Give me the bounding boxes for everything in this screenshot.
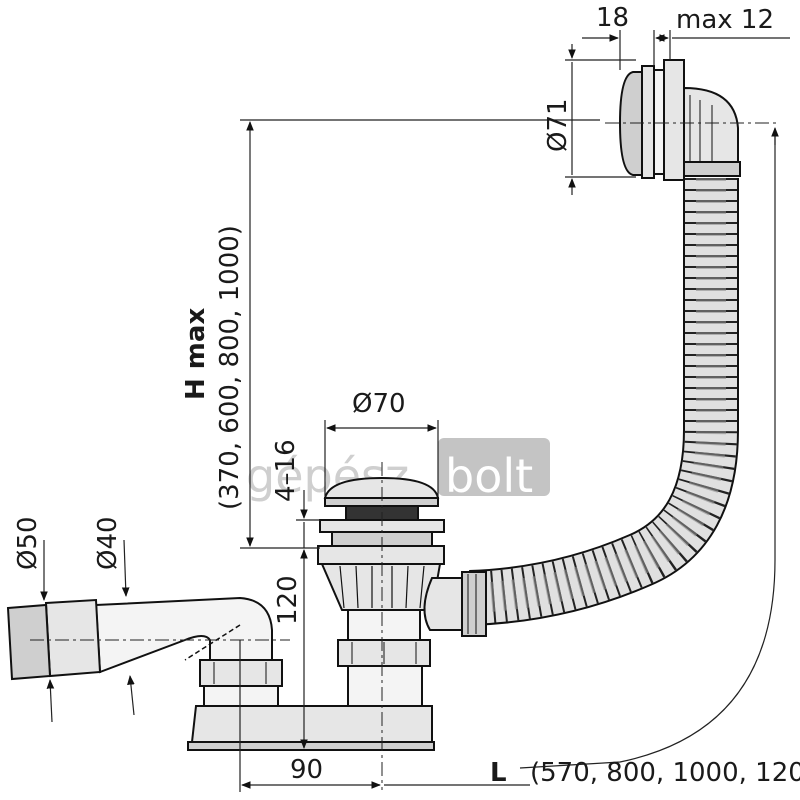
center-lines: [30, 122, 780, 790]
dim-120: 120: [273, 575, 303, 625]
dim-d70: Ø70: [352, 389, 406, 419]
trap-base: [187, 741, 435, 751]
dim-max12: max 12: [676, 5, 774, 35]
trap-riser: [347, 665, 423, 707]
overflow-assembly: [618, 59, 741, 181]
hose-connector-nut: [461, 571, 487, 637]
trap-nut: [199, 659, 283, 687]
hose-connector: [423, 577, 467, 631]
dim-4-16: 4–16: [271, 439, 301, 502]
watermark-text-bolt: bolt: [445, 449, 533, 503]
dim-d40: Ø40: [93, 516, 123, 570]
dim-d71: Ø71: [543, 98, 573, 152]
trap-body: [190, 705, 433, 743]
trap-collar: [203, 685, 279, 707]
watermark-box: [438, 438, 550, 496]
dim-l-label: L: [490, 758, 507, 788]
overflow-flange: [653, 69, 665, 175]
dimension-lines: [40, 30, 790, 792]
dim-90: 90: [290, 755, 323, 785]
overflow-elbow: [683, 86, 739, 166]
overflow-hose-nut: [683, 161, 741, 177]
dim-l-values: (570, 800, 1000, 1200): [530, 758, 800, 788]
waste-assembly: [6, 476, 487, 751]
flexible-hose: [468, 178, 739, 626]
dim-hmax-label: H max: [181, 308, 211, 400]
waste-neck: [347, 609, 421, 641]
outlet-pipe: [44, 598, 102, 678]
dim-hmax-values: (370, 600, 800, 1000): [215, 225, 245, 510]
overflow-body-plate: [663, 59, 685, 181]
dim-18: 18: [596, 3, 629, 33]
outlet-pipe-end: [6, 603, 52, 681]
dimension-labels: 18 max 12 Ø71 Ø70 4–16 H max (370, 600, …: [13, 3, 800, 788]
overflow-gasket: [641, 65, 655, 179]
dim-d50: Ø50: [13, 516, 43, 570]
outlet-elbow: [94, 596, 273, 674]
waste-nut: [317, 545, 445, 565]
